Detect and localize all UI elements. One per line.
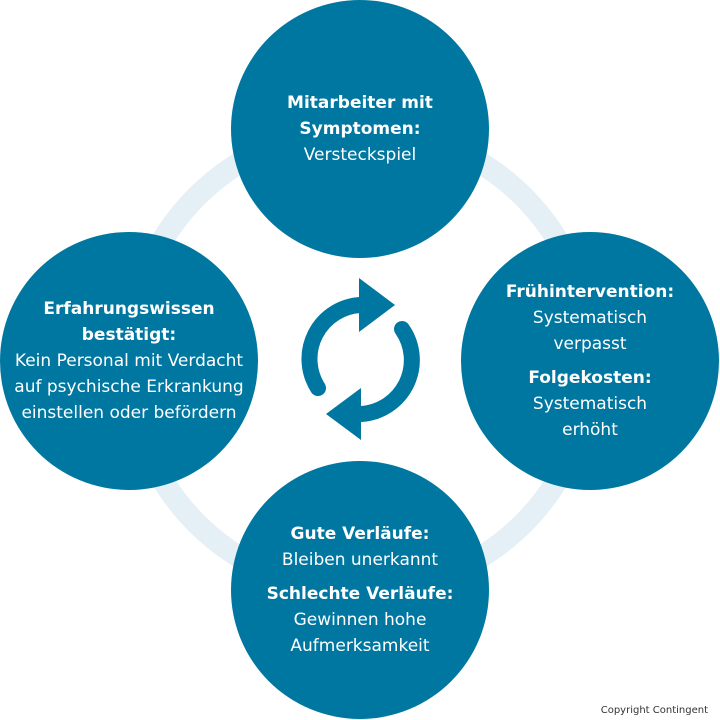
node-title: Mitarbeiter mit Symptomen: — [287, 93, 433, 139]
node-top-symptoms: Mitarbeiter mit Symptomen: Versteckspiel — [231, 0, 489, 258]
node-text: Bleiben unerkannt — [281, 550, 439, 570]
node-bottom-courses: Gute Verläufe: Bleiben unerkannt Schlech… — [231, 461, 489, 719]
node-left-experience: Erfahrungswissen bestätigt: Kein Persona… — [0, 232, 258, 490]
node-text: Versteckspiel — [303, 145, 417, 165]
node-text: Gewinnen hohe Aufmerksamkeit — [290, 610, 430, 656]
node-text: Kein Personal mit Verdacht auf psychisch… — [14, 351, 244, 423]
node-text: Systematisch verpasst — [532, 308, 648, 354]
node-title: Folgekosten: — [528, 368, 652, 388]
copyright-text: Copyright Contingent — [600, 705, 708, 716]
refresh-cycle-icon — [301, 278, 420, 440]
node-title: Schlechte Verläufe: — [266, 584, 454, 604]
node-title: Gute Verläufe: — [290, 524, 430, 544]
node-right-early-intervention: Frühintervention: Systematisch verpasst … — [461, 232, 719, 490]
node-title: Frühintervention: — [505, 282, 675, 302]
node-text: Systematisch erhöht — [532, 394, 648, 440]
node-title: Erfahrungswissen bestätigt: — [43, 299, 215, 345]
